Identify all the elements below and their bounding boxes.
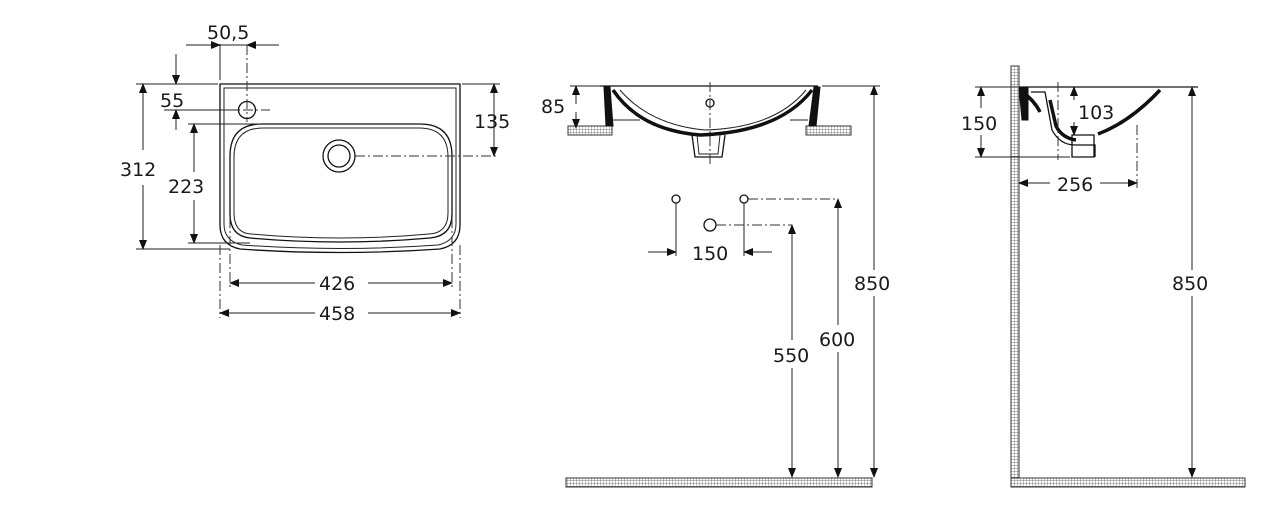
dim-install-height-side: 850 (1172, 273, 1208, 295)
dim-overall-width: 458 (319, 303, 355, 325)
dim-waste-height: 550 (773, 345, 809, 367)
side-overflow-channel (1031, 91, 1096, 157)
dim-side-depth: 150 (961, 113, 997, 135)
front-right-wall (808, 86, 821, 127)
supply-point-left (671, 194, 681, 204)
side-back-wall (1018, 86, 1029, 121)
bowl-outline (229, 123, 453, 243)
dim-rim-height: 85 (541, 96, 565, 118)
dim-bowl-depth: 223 (168, 176, 204, 198)
dim-supply-height: 600 (819, 329, 855, 351)
dim-bowl-width: 426 (319, 273, 355, 295)
countertop-left (567, 125, 613, 136)
side-wall (1010, 65, 1020, 479)
front-view: 85 150 550 600 850 (541, 82, 890, 488)
supply-point-right (739, 194, 749, 204)
dim-tap-spacing: 150 (692, 243, 728, 265)
side-view: 150 103 256 850 (961, 65, 1246, 488)
dim-side-bowl-depth: 103 (1078, 102, 1114, 124)
dim-tap-offset: 50,5 (207, 22, 249, 44)
basin-outer-inner-outline (223, 87, 457, 249)
side-floor (1010, 477, 1246, 488)
dim-install-height-front: 850 (854, 273, 890, 295)
dim-drain-from-back: 135 (474, 111, 510, 133)
dim-tap-from-back: 55 (160, 90, 184, 112)
front-left-wall (603, 86, 614, 127)
front-floor (565, 477, 873, 488)
dim-side-projection: 256 (1057, 174, 1093, 196)
waste-point (703, 218, 717, 232)
dim-overall-depth: 312 (120, 159, 156, 181)
front-waste-outlet (691, 134, 726, 158)
countertop-right (805, 125, 852, 136)
drain-inner (327, 144, 351, 168)
bowl-inner-outline (233, 127, 449, 239)
front-bowl-profile (611, 88, 814, 137)
top-view: 50,5 55 135 312 223 426 (120, 22, 510, 325)
